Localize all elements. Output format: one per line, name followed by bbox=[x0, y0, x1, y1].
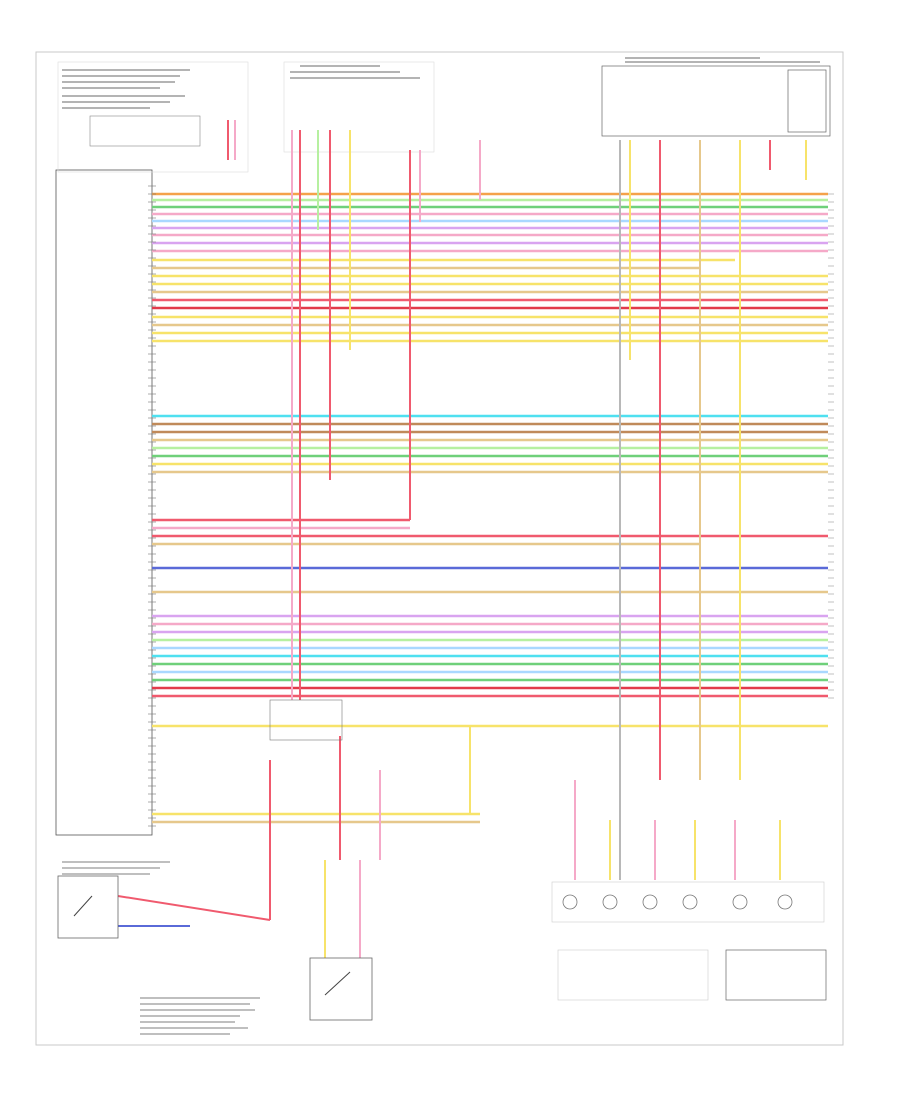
seat-belt-switch-box bbox=[89, 115, 201, 147]
fuse-block-area bbox=[283, 61, 435, 153]
inflator-connector-6 bbox=[777, 894, 793, 910]
inflator-modules-area bbox=[551, 881, 825, 923]
top-left-note-lines bbox=[62, 69, 190, 109]
passenger-buckle-switch-box bbox=[57, 875, 119, 939]
inflator-connector-4 bbox=[682, 894, 698, 910]
inflator-connector-1 bbox=[562, 894, 578, 910]
seat-position-sensor-box bbox=[309, 957, 373, 1021]
left-clockspring-box bbox=[557, 949, 709, 1001]
control-module-box bbox=[55, 169, 153, 836]
indicator-lamp-box bbox=[787, 69, 827, 133]
inflator-connector-2 bbox=[602, 894, 618, 910]
buckle-switch-icon bbox=[73, 895, 93, 917]
suppression-module-label-lines bbox=[625, 57, 820, 63]
inflator-connector-5 bbox=[732, 894, 748, 910]
wire-pass-switch-red bbox=[117, 895, 271, 921]
diagram-frame bbox=[35, 51, 844, 1046]
seat-sensor-switch-icon bbox=[324, 971, 351, 996]
inflator-connector-3 bbox=[642, 894, 658, 910]
fuse-block-lines bbox=[290, 65, 420, 79]
wire-bundle bbox=[152, 192, 828, 824]
right-connector-ticks bbox=[828, 193, 834, 699]
module-pin-labels bbox=[148, 185, 156, 827]
bottom-notes bbox=[62, 861, 260, 1035]
seat-belt-pretensioner-label bbox=[269, 699, 343, 741]
right-clockspring-box bbox=[725, 949, 827, 1001]
suppression-indicator-module bbox=[601, 65, 831, 137]
top-left-note-block bbox=[57, 61, 249, 173]
inflator-modules bbox=[562, 894, 793, 910]
vertical-wires bbox=[117, 120, 807, 958]
